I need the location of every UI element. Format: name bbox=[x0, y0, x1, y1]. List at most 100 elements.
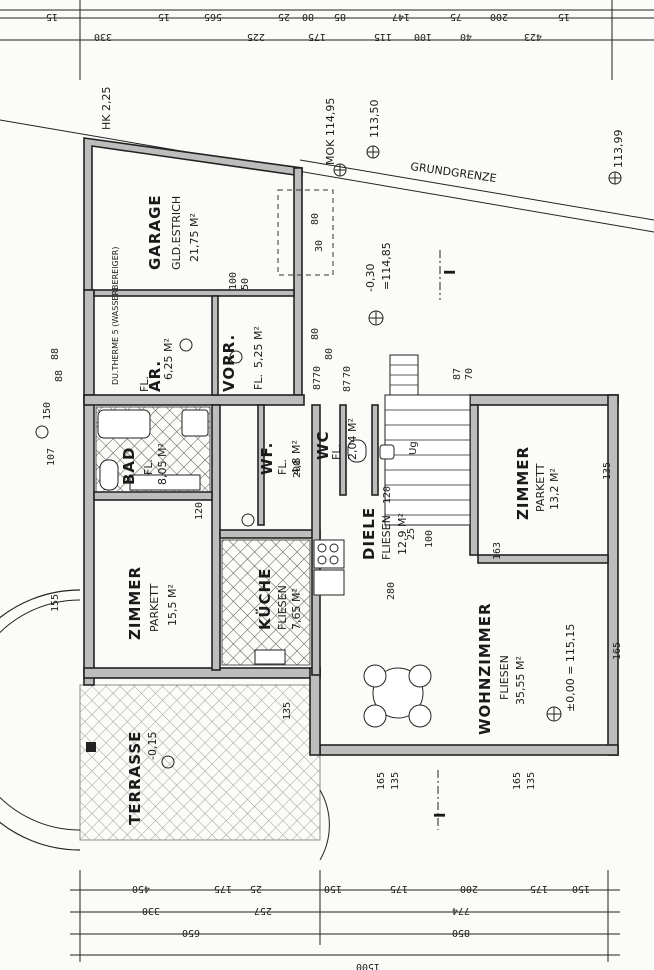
dimension-b1-3: 150 bbox=[324, 883, 342, 894]
level-113-50: 113,50 bbox=[368, 100, 381, 139]
kueche-area: 7,65 M² bbox=[290, 588, 303, 630]
dimension-misc-6: 70 bbox=[312, 366, 323, 378]
dimension-b1-4: 175 bbox=[390, 883, 408, 894]
zimmer-right-finish: PARKETT bbox=[534, 463, 547, 512]
section-mark-bottom: I bbox=[431, 811, 449, 818]
dimension-misc-0: 80 bbox=[310, 213, 321, 225]
dimension-top-5: 25 bbox=[278, 11, 290, 22]
dimension-misc-26: 150 bbox=[42, 402, 53, 420]
dimension-misc-7: 87 bbox=[312, 378, 323, 390]
dimension-misc-29: 120 bbox=[194, 502, 205, 520]
dimension-b1-6: 175 bbox=[530, 883, 548, 894]
dimension-misc-10: 87 bbox=[452, 368, 463, 380]
dimension-b1-0: 450 bbox=[132, 883, 150, 894]
dimension-misc-12: 200 bbox=[292, 460, 303, 478]
diele-area: 12,9 M² bbox=[396, 513, 409, 555]
dimension-top-15: 15 bbox=[558, 11, 570, 22]
dimension-top-10: 147 bbox=[392, 11, 410, 22]
level-114-85: =114,85 bbox=[380, 242, 393, 290]
section-lines bbox=[437, 250, 441, 830]
level-zero: ±0,00 = 115,15 bbox=[564, 624, 577, 712]
ug-label: Ug bbox=[408, 441, 419, 455]
bathroom-fixtures bbox=[95, 406, 211, 493]
hk-label: HK 2,25 bbox=[100, 87, 113, 130]
dimension-misc-24: 88 bbox=[50, 348, 61, 360]
dimension-misc-13: 120 bbox=[382, 486, 393, 504]
zimmer-left-area: 15,5 M² bbox=[166, 584, 179, 626]
wf-area: 4,8 M² bbox=[290, 440, 303, 475]
dimension-misc-5: 80 bbox=[324, 348, 335, 360]
walls bbox=[83, 137, 619, 756]
wc-area: 2,04 M² bbox=[346, 418, 359, 460]
dimension-top-6: 80 bbox=[302, 11, 314, 22]
dimension-misc-19: 135 bbox=[526, 772, 537, 790]
mok-label: MOK 114,95 bbox=[324, 98, 337, 165]
dimension-misc-11: 70 bbox=[464, 368, 475, 380]
wc-finish: FL. bbox=[330, 444, 343, 460]
wohnzimmer-area: 35,55 M² bbox=[514, 656, 527, 705]
dimension-top-9: 115 bbox=[374, 31, 392, 42]
dimension-misc-16: 165 bbox=[376, 772, 387, 790]
dimension-top-3: 565 bbox=[204, 11, 222, 22]
level-minus-0-30: -0,30 bbox=[364, 264, 377, 292]
garage-name: GARAGE bbox=[146, 194, 164, 270]
bad-finish: FL. bbox=[142, 459, 155, 475]
dimension-misc-1: 30 bbox=[314, 240, 325, 252]
dimension-misc-17: 135 bbox=[390, 772, 401, 790]
garage-finish: GLD.ESTRICH bbox=[170, 196, 183, 270]
terrace bbox=[0, 589, 330, 861]
terrasse-level: -0,15 bbox=[146, 732, 159, 760]
dimension-b1-7: 150 bbox=[572, 883, 590, 894]
dimension-b2-1: 257 bbox=[254, 905, 272, 916]
dimension-b1-1: 175 bbox=[214, 883, 232, 894]
zimmer-right-name: ZIMMER bbox=[514, 446, 532, 520]
diele-name: DIELE bbox=[360, 507, 378, 560]
bottom-dimension-lines bbox=[70, 870, 620, 962]
dimension-misc-8: 70 bbox=[342, 366, 353, 378]
therme-label: DU.THERME 5 (WASSERBEREIGER) bbox=[111, 247, 120, 386]
dimension-b1-2: 25 bbox=[250, 883, 262, 894]
dimension-b2-2: 774 bbox=[452, 905, 470, 916]
wf-finish: FL. bbox=[276, 459, 289, 475]
wc-fixtures bbox=[347, 439, 395, 463]
dimension-top-7: 175 bbox=[308, 31, 326, 42]
section-mark-top: I bbox=[441, 268, 459, 275]
dimension-top-4: 225 bbox=[247, 31, 265, 42]
ar-finish: FL. bbox=[138, 376, 151, 392]
level-113-99: 113,99 bbox=[612, 130, 625, 169]
dimension-top-8: 85 bbox=[334, 11, 346, 22]
dimension-misc-23: 107 bbox=[46, 448, 57, 466]
terrasse-name: TERRASSE bbox=[126, 731, 144, 825]
dimension-misc-18: 165 bbox=[512, 772, 523, 790]
kueche-name: KÜCHE bbox=[255, 568, 274, 630]
dimension-misc-4: 80 bbox=[310, 328, 321, 340]
dimension-b1-5: 200 bbox=[460, 883, 478, 894]
dining-table bbox=[363, 664, 432, 728]
zimmer-left-finish: PARKETT bbox=[148, 583, 161, 632]
dimension-top-2: 15 bbox=[158, 11, 170, 22]
vorr-finish: FL. bbox=[252, 374, 265, 390]
wohnzimmer-finish: FLIESEN bbox=[498, 655, 511, 700]
staircase bbox=[384, 354, 471, 526]
dimension-misc-28: 280 bbox=[386, 582, 397, 600]
dimension-misc-22: 155 bbox=[50, 594, 61, 612]
dimension-misc-25: 88 bbox=[54, 370, 65, 382]
top-dimension-lines bbox=[0, 0, 654, 80]
dimension-misc-3: 50 bbox=[240, 278, 251, 290]
property-boundary bbox=[0, 119, 654, 233]
dimension-b2-0: 330 bbox=[142, 905, 160, 916]
ar-name: AR. bbox=[146, 360, 164, 392]
wc-name: WC bbox=[314, 430, 332, 460]
diele-finish: FLIESEN bbox=[380, 515, 393, 560]
level-markers bbox=[35, 145, 622, 769]
kueche-finish: FLIESEN bbox=[276, 585, 289, 630]
vorr-name: VORR. bbox=[220, 334, 238, 392]
dimension-top-14: 200 bbox=[490, 11, 508, 22]
dimension-top-11: 100 bbox=[414, 31, 432, 42]
dimension-b4-0: 1500 bbox=[356, 961, 380, 970]
dimension-misc-20: 135 bbox=[602, 462, 613, 480]
dimension-b3-1: 850 bbox=[452, 927, 470, 938]
